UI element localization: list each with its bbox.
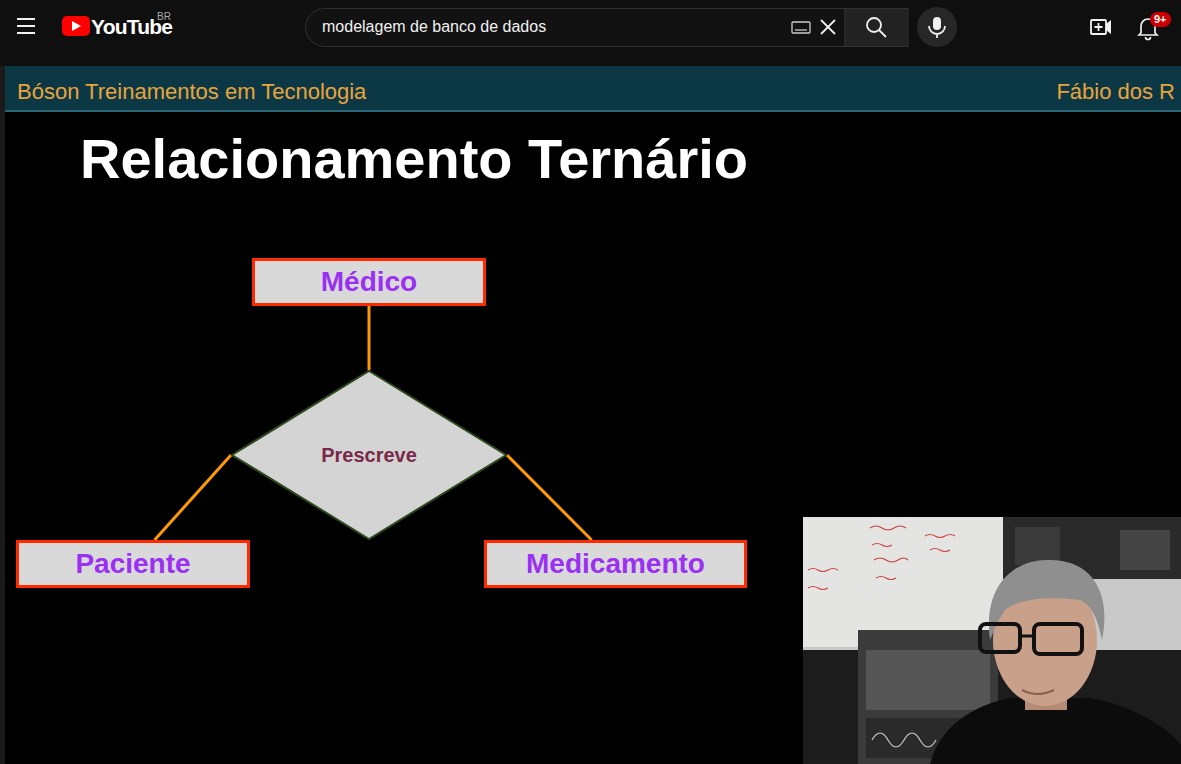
mic-stand <box>929 26 945 38</box>
search-button <box>845 9 908 47</box>
relationship-line <box>368 306 371 370</box>
glasses-lens <box>980 624 1020 652</box>
entity-box: Paciente <box>16 540 250 588</box>
slide-header-band <box>5 66 1181 112</box>
menu-line <box>17 18 35 20</box>
poster-panel <box>866 650 990 710</box>
region-code: BR <box>157 11 171 23</box>
menu-line <box>17 25 35 27</box>
player-edge <box>0 66 5 764</box>
entity-name: Medicamento <box>526 548 705 580</box>
search-button-end <box>890 9 909 47</box>
clear-icon <box>821 20 835 34</box>
entity-name: Paciente <box>75 548 190 580</box>
logo-icon <box>62 16 90 36</box>
whiteboard-scribbles <box>808 526 955 590</box>
presenter-name: Fábio dos R <box>1056 79 1175 105</box>
person-mouth <box>1022 690 1054 694</box>
mic-button <box>917 7 957 47</box>
search-box <box>306 9 846 47</box>
mic-icon <box>933 17 941 30</box>
channel-name: Bóson Treinamentos em Tecnologia <box>17 79 366 105</box>
create-icon <box>1091 20 1106 34</box>
create-icon-lens <box>1106 20 1111 34</box>
entity-box: Médico <box>252 258 486 306</box>
person-hair <box>989 560 1104 640</box>
relationship-name: Prescreve <box>321 444 417 467</box>
keyboard-icon <box>792 22 810 33</box>
top-bar <box>0 0 1181 66</box>
relationship-line <box>155 455 231 540</box>
entity-name: Médico <box>321 266 417 298</box>
slide-title: Relacionamento Ternário <box>80 126 748 191</box>
glasses-bridge <box>1020 635 1034 638</box>
webcam-inset <box>803 517 1181 764</box>
diamond-shape <box>232 371 506 539</box>
notification-badge: 9+ <box>1150 12 1171 27</box>
slide-ground <box>5 66 1181 764</box>
relationship-line <box>507 455 592 540</box>
scope-wave <box>872 733 936 747</box>
search-icon-handle <box>879 30 886 37</box>
relationship-diamond: Prescreve <box>231 370 507 540</box>
shelf-box <box>1120 530 1170 570</box>
search-icon <box>867 18 881 32</box>
play-triangle <box>72 21 81 31</box>
menu-line <box>17 32 35 34</box>
webcam-wall <box>803 517 1181 764</box>
entity-box: Medicamento <box>484 540 747 588</box>
search-query: modelagem de banco de dados <box>322 17 546 36</box>
menu-icon <box>17 19 35 33</box>
shelf-box <box>1015 527 1060 565</box>
clear-icon <box>821 20 835 34</box>
whiteboard <box>803 517 1003 647</box>
header-rule <box>5 110 1181 112</box>
glasses-lens <box>1034 624 1082 654</box>
create-plus <box>1095 23 1103 31</box>
keyboard-key <box>795 29 807 30</box>
